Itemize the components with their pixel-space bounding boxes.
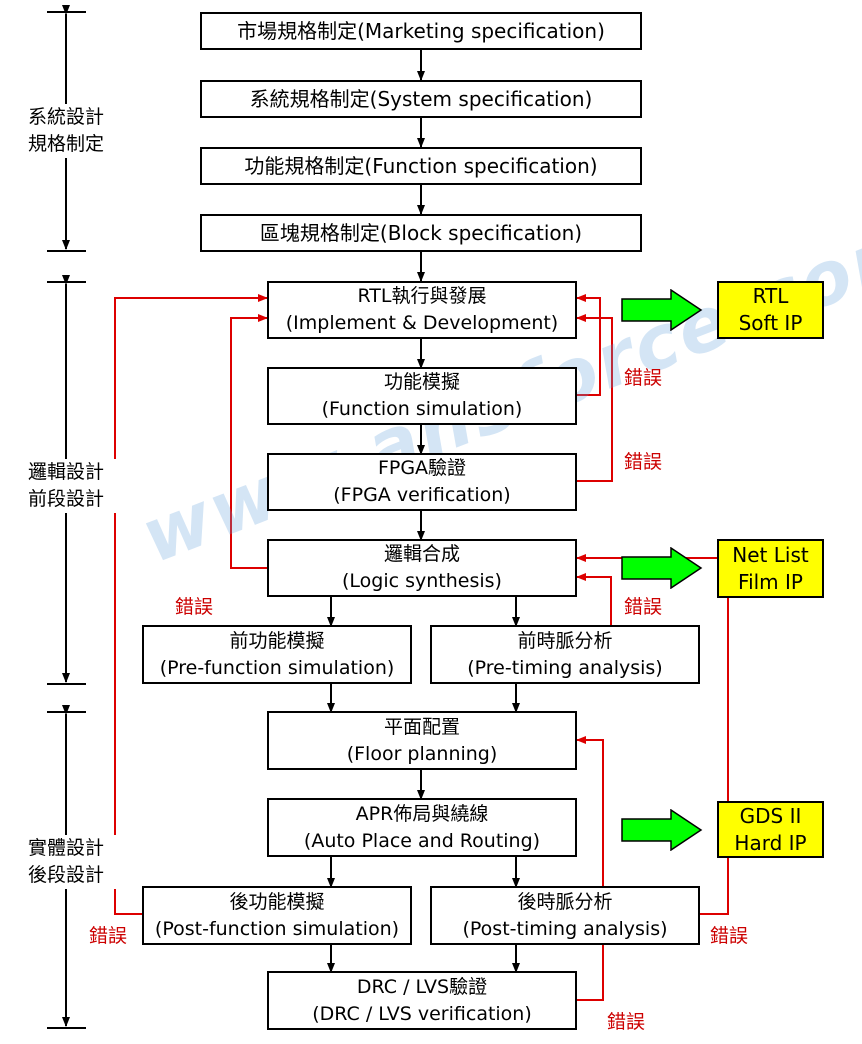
phase-label-system-design: 系統設計 規格制定 [11, 104, 121, 158]
phase-label-line: 邏輯設計 [27, 461, 104, 483]
step-label-en: (Pre-function simulation) [159, 656, 395, 679]
error-label: 錯誤 [175, 596, 214, 618]
step-label: 系統規格制定(System specification) [249, 86, 593, 111]
fpga-verification-box: FPGA驗證 (FPGA verification) [267, 453, 577, 511]
floor-planning-box: 平面配置 (Floor planning) [267, 711, 577, 770]
phase-label-line: 前段設計 [27, 488, 104, 510]
step-label-en: (Floor planning) [346, 742, 498, 765]
system-spec-box: 系統規格制定(System specification) [200, 80, 642, 118]
phase-label-line: 系統設計 [27, 106, 104, 128]
step-label-zh: 後功能模擬 [229, 890, 325, 913]
block-spec-box: 區塊規格制定(Block specification) [200, 214, 642, 252]
arrow-right-icon [621, 809, 703, 851]
error-label: 錯誤 [624, 367, 663, 389]
rtl-soft-ip-box: RTL Soft IP [717, 281, 824, 339]
step-label-zh: FPGA驗證 [377, 457, 467, 479]
marketing-spec-box: 市場規格制定(Marketing specification) [200, 12, 642, 50]
error-label: 錯誤 [624, 596, 663, 618]
step-label-zh: 平面配置 [383, 715, 460, 738]
phase-label-line: 規格制定 [27, 133, 104, 155]
phase-label-line: 實體設計 [27, 837, 104, 859]
step-label-zh: 功能模擬 [383, 371, 460, 393]
ip-label-line: Net List [732, 542, 809, 567]
ip-label-line: Film IP [738, 569, 803, 594]
step-label-en: (DRC / LVS verification) [312, 1002, 532, 1025]
post-timing-analysis-box: 後時脈分析 (Post-timing analysis) [430, 886, 700, 945]
step-label: 功能規格制定(Function specification) [244, 153, 598, 178]
step-label-zh: DRC / LVS驗證 [356, 975, 488, 998]
logic-synthesis-box: 邏輯合成 (Logic synthesis) [267, 539, 577, 597]
drc-lvs-verification-box: DRC / LVS驗證 (DRC / LVS verification) [267, 971, 577, 1030]
step-label-en: (FPGA verification) [333, 484, 511, 506]
step-label-en: (Post-timing analysis) [462, 917, 668, 940]
gds-hard-ip-box: GDS II Hard IP [717, 801, 824, 858]
step-label-zh: APR佈局與繞線 [355, 802, 489, 825]
step-label-en: (Auto Place and Routing) [303, 829, 541, 852]
step-label-en: (Pre-timing analysis) [467, 656, 663, 679]
arrow-right-icon [621, 289, 703, 331]
step-label-zh: 邏輯合成 [383, 543, 460, 565]
ip-label-line: Soft IP [738, 311, 803, 335]
step-label-en: (Implement & Development) [285, 312, 559, 334]
step-label-zh: 前功能模擬 [229, 629, 325, 652]
error-label: 錯誤 [607, 1011, 646, 1033]
step-label-en: (Logic synthesis) [342, 570, 502, 592]
step-label-zh: RTL執行與發展 [357, 285, 487, 307]
step-label-zh: 前時脈分析 [517, 629, 613, 652]
error-label: 錯誤 [89, 925, 128, 947]
ip-label-line: Hard IP [734, 830, 807, 855]
apr-routing-box: APR佈局與繞線 (Auto Place and Routing) [267, 798, 577, 857]
error-label: 錯誤 [710, 925, 749, 947]
arrow-right-icon [621, 547, 703, 589]
phase-label-physical-design: 實體設計 後段設計 [11, 835, 121, 889]
step-label-zh: 後時脈分析 [517, 890, 613, 913]
step-label: 區塊規格制定(Block specification) [259, 220, 583, 245]
main-flow-arrows [327, 50, 520, 973]
netlist-film-ip-box: Net List Film IP [717, 539, 824, 598]
rtl-development-box: RTL執行與發展 (Implement & Development) [267, 281, 577, 339]
pre-function-simulation-box: 前功能模擬 (Pre-function simulation) [142, 625, 412, 684]
function-spec-box: 功能規格制定(Function specification) [200, 147, 642, 185]
pre-timing-analysis-box: 前時脈分析 (Pre-timing analysis) [430, 625, 700, 684]
ip-label-line: GDS II [739, 803, 802, 828]
step-label: 市場規格制定(Marketing specification) [237, 18, 605, 43]
phase-label-logic-design: 邏輯設計 前段設計 [11, 459, 121, 513]
phase-label-line: 後段設計 [27, 864, 104, 886]
error-label: 錯誤 [624, 451, 663, 473]
function-simulation-box: 功能模擬 (Function simulation) [267, 367, 577, 425]
step-label-en: (Post-function simulation) [154, 917, 400, 940]
step-label-en: (Function simulation) [321, 398, 523, 420]
post-function-simulation-box: 後功能模擬 (Post-function simulation) [142, 886, 412, 945]
ip-label-line: RTL [752, 284, 789, 308]
